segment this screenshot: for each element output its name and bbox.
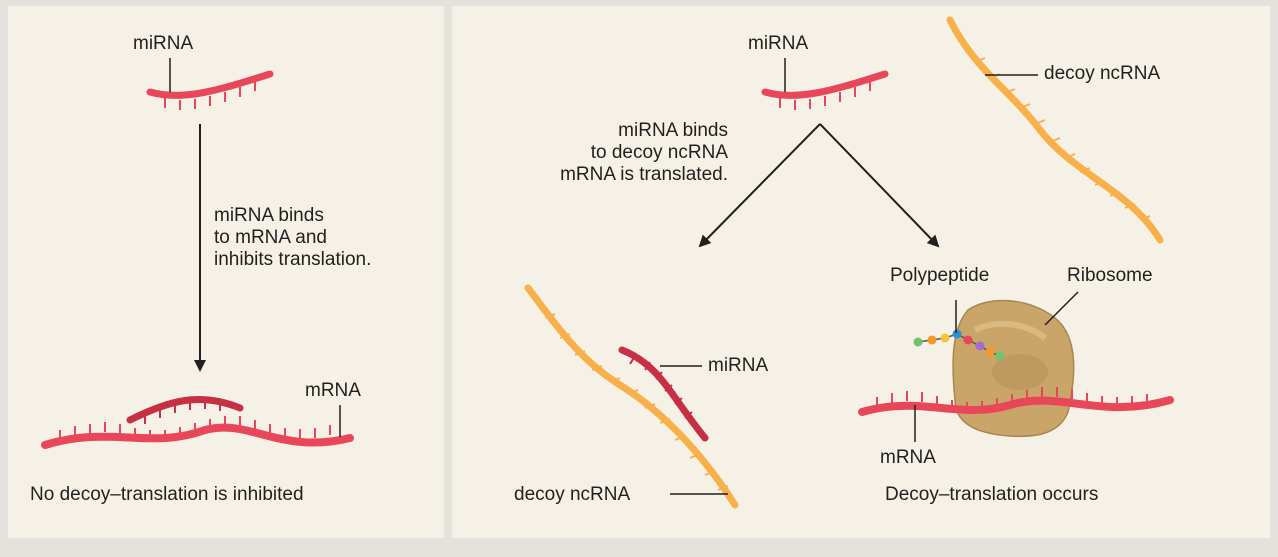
left-mrna-label: mRNA: [305, 380, 361, 401]
left-step-text: miRNA binds to mRNA and inhibits transla…: [214, 205, 372, 270]
ribosome-icon: [952, 299, 1075, 438]
polypeptide-chain-icon: [913, 329, 1005, 361]
right-decoy-label: decoy ncRNA: [1044, 63, 1161, 84]
bound-mirna-label: miRNA: [708, 355, 769, 376]
ribosome-label: Ribosome: [1067, 265, 1153, 286]
polypeptide-label: Polypeptide: [890, 265, 990, 286]
left-caption: No decoy–translation is inhibited: [30, 484, 304, 505]
left-mrna-strand: [41, 416, 354, 449]
right-mirna-strand: [761, 70, 889, 110]
left-mirna-strand: [146, 70, 274, 110]
arrow-right-branch-icon: [819, 123, 940, 248]
right-mrna-label: mRNA: [880, 447, 936, 468]
ribosome-leader: [1044, 291, 1079, 326]
right-mrna-strand: [858, 387, 1174, 416]
right-caption: Decoy–translation occurs: [885, 484, 1099, 505]
right-step-text: miRNA binds to decoy ncRNA mRNA is trans…: [560, 120, 728, 185]
bound-decoy-strand: [524, 284, 739, 509]
right-panel: [452, 6, 1270, 538]
left-mirna-label: miRNA: [133, 33, 194, 54]
left-bound-mirna: [126, 395, 244, 424]
right-decoy-strand: [946, 16, 1164, 244]
bound-mirna-strand: [618, 346, 709, 442]
arrow-left-branch-icon: [698, 123, 821, 248]
bound-decoy-label: decoy ncRNA: [514, 484, 631, 505]
right-mirna-label: miRNA: [748, 33, 809, 54]
